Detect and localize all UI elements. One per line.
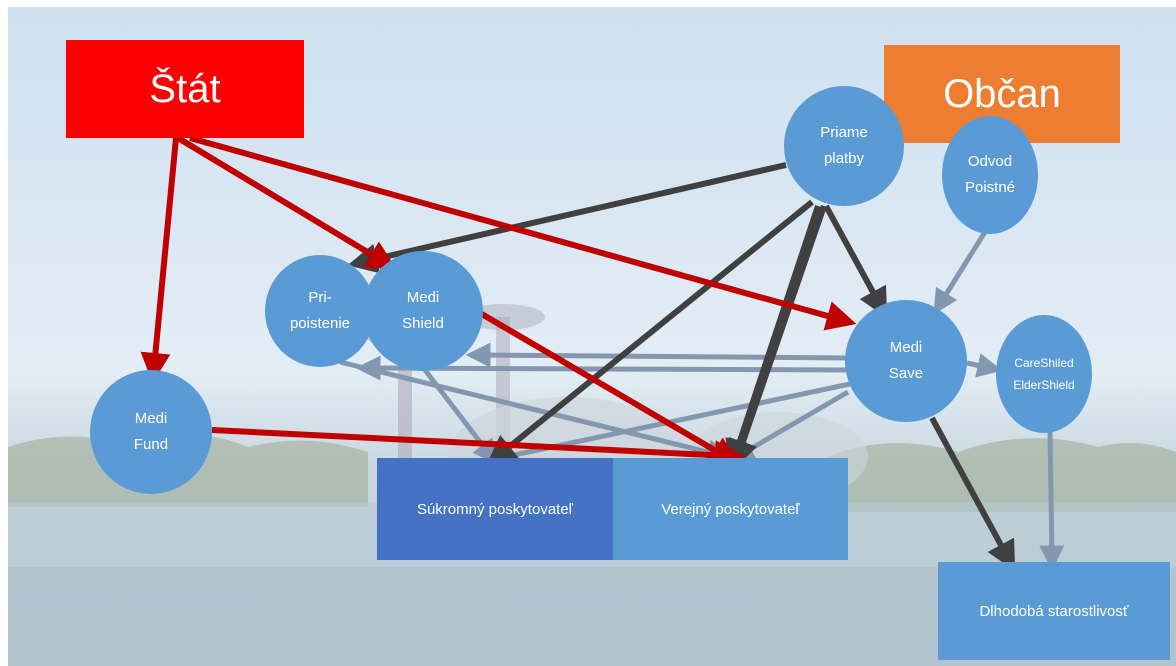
stat-box: Štát bbox=[66, 40, 304, 138]
flow-stat-to-medishield-arrow bbox=[176, 135, 397, 270]
flow-priame-to-public-provider-2-arrow bbox=[728, 205, 827, 471]
flow-medifund-to-public-provider-arrow bbox=[211, 427, 745, 471]
flow-medisave-to-public-provider-arrow bbox=[729, 389, 850, 462]
public-provider-label: Verejný poskytovateľ bbox=[661, 500, 800, 518]
obcan-label: Občan bbox=[943, 71, 1061, 116]
priame-platby-label: Priame platby bbox=[820, 124, 868, 167]
medisave-label: Medi Save bbox=[888, 339, 924, 382]
medishield-node: Medi Shield bbox=[363, 251, 483, 371]
obcan-box: Občan bbox=[884, 45, 1120, 143]
priame-platby-node: Priame platby bbox=[784, 86, 904, 206]
careshield-eldershield-node: CareShiled ElderShield bbox=[996, 315, 1092, 433]
private-provider-box: Súkromný poskytovateľ bbox=[377, 458, 613, 560]
flow-priame-to-medisave-arrow bbox=[823, 204, 888, 319]
odvod-poistne-label: Odvod Poistné bbox=[964, 153, 1016, 196]
stat-label: Štát bbox=[149, 66, 221, 111]
flow-stat-to-medifund-arrow bbox=[140, 137, 179, 383]
pripoistenie-label: Pri- poistenie bbox=[289, 289, 351, 332]
medifund-label: Medi Fund bbox=[133, 410, 169, 453]
flow-medisave-to-medishield-arrow bbox=[465, 342, 849, 368]
flow-priame-to-public-provider-arrow bbox=[725, 205, 821, 471]
medisave-node: Medi Save bbox=[845, 300, 967, 422]
flow-medisave-to-careshield-arrow bbox=[966, 353, 1003, 378]
careshield-eldershield-label: CareShiled ElderShield bbox=[1013, 356, 1075, 392]
flow-stat-to-medisave-arrow bbox=[189, 135, 857, 331]
flow-odvod-to-medisave-arrow bbox=[933, 230, 988, 315]
private-provider-label: Súkromný poskytovateľ bbox=[416, 500, 574, 518]
medifund-node: Medi Fund bbox=[90, 370, 212, 494]
longterm-care-label: Dlhodobá starostlivosť bbox=[979, 602, 1129, 620]
odvod-poistne-node: Odvod Poistné bbox=[942, 116, 1038, 234]
longterm-care-box: Dlhodobá starostlivosť bbox=[938, 562, 1170, 660]
flow-priame-to-pripoistenie-arrow bbox=[347, 162, 787, 274]
flow-priame-to-private-provider-arrow bbox=[486, 199, 814, 466]
flow-pripoistenie-to-public-provider-arrow bbox=[339, 359, 733, 465]
flow-medishield-to-public-provider-arrow bbox=[478, 310, 741, 466]
flow-careshield-to-longterm-arrow bbox=[1039, 431, 1065, 571]
flow-medisave-to-longterm-arrow bbox=[929, 416, 1016, 572]
medishield-label: Medi Shield bbox=[402, 289, 444, 332]
pripoistenie-node: Pri- poistenie bbox=[265, 255, 375, 367]
public-provider-box: Verejný poskytovateľ bbox=[613, 458, 848, 560]
